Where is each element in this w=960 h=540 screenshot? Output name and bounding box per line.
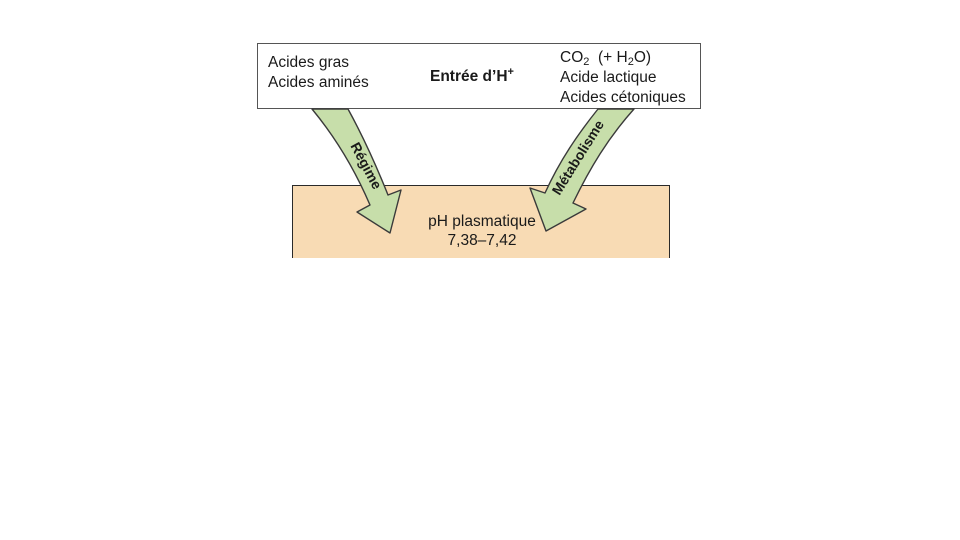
co2-subscript: 2 — [583, 56, 590, 68]
left-item-1: Acides gras — [268, 54, 349, 71]
co2-item: CO2 (+ H2O) — [560, 48, 651, 68]
water-subscript: 2 — [627, 56, 634, 68]
regime-arrow — [311, 108, 402, 234]
entree-title-superscript: + — [507, 66, 514, 78]
plasma-box: pH plasmatique 7,38–7,42 — [292, 185, 670, 258]
right-item-1: Acide lactique — [560, 69, 657, 86]
right-item-2: Acides cétoniques — [560, 89, 686, 106]
h-input-box: Acides gras Acides aminés Entrée d’H+ CO… — [257, 43, 701, 109]
entree-title: Entrée d’H+ — [430, 67, 514, 87]
left-item-2: Acides aminés — [268, 74, 369, 91]
metabolisme-arrow — [529, 108, 635, 232]
plasma-ph-range: 7,38–7,42 — [447, 232, 517, 249]
co2-text: CO — [560, 49, 584, 66]
water-suffix: O) — [633, 49, 652, 66]
plasma-ph-label: pH plasmatique — [428, 213, 536, 230]
entree-title-text: Entrée d’H — [430, 68, 508, 85]
water-prefix: (+ H — [589, 49, 628, 66]
